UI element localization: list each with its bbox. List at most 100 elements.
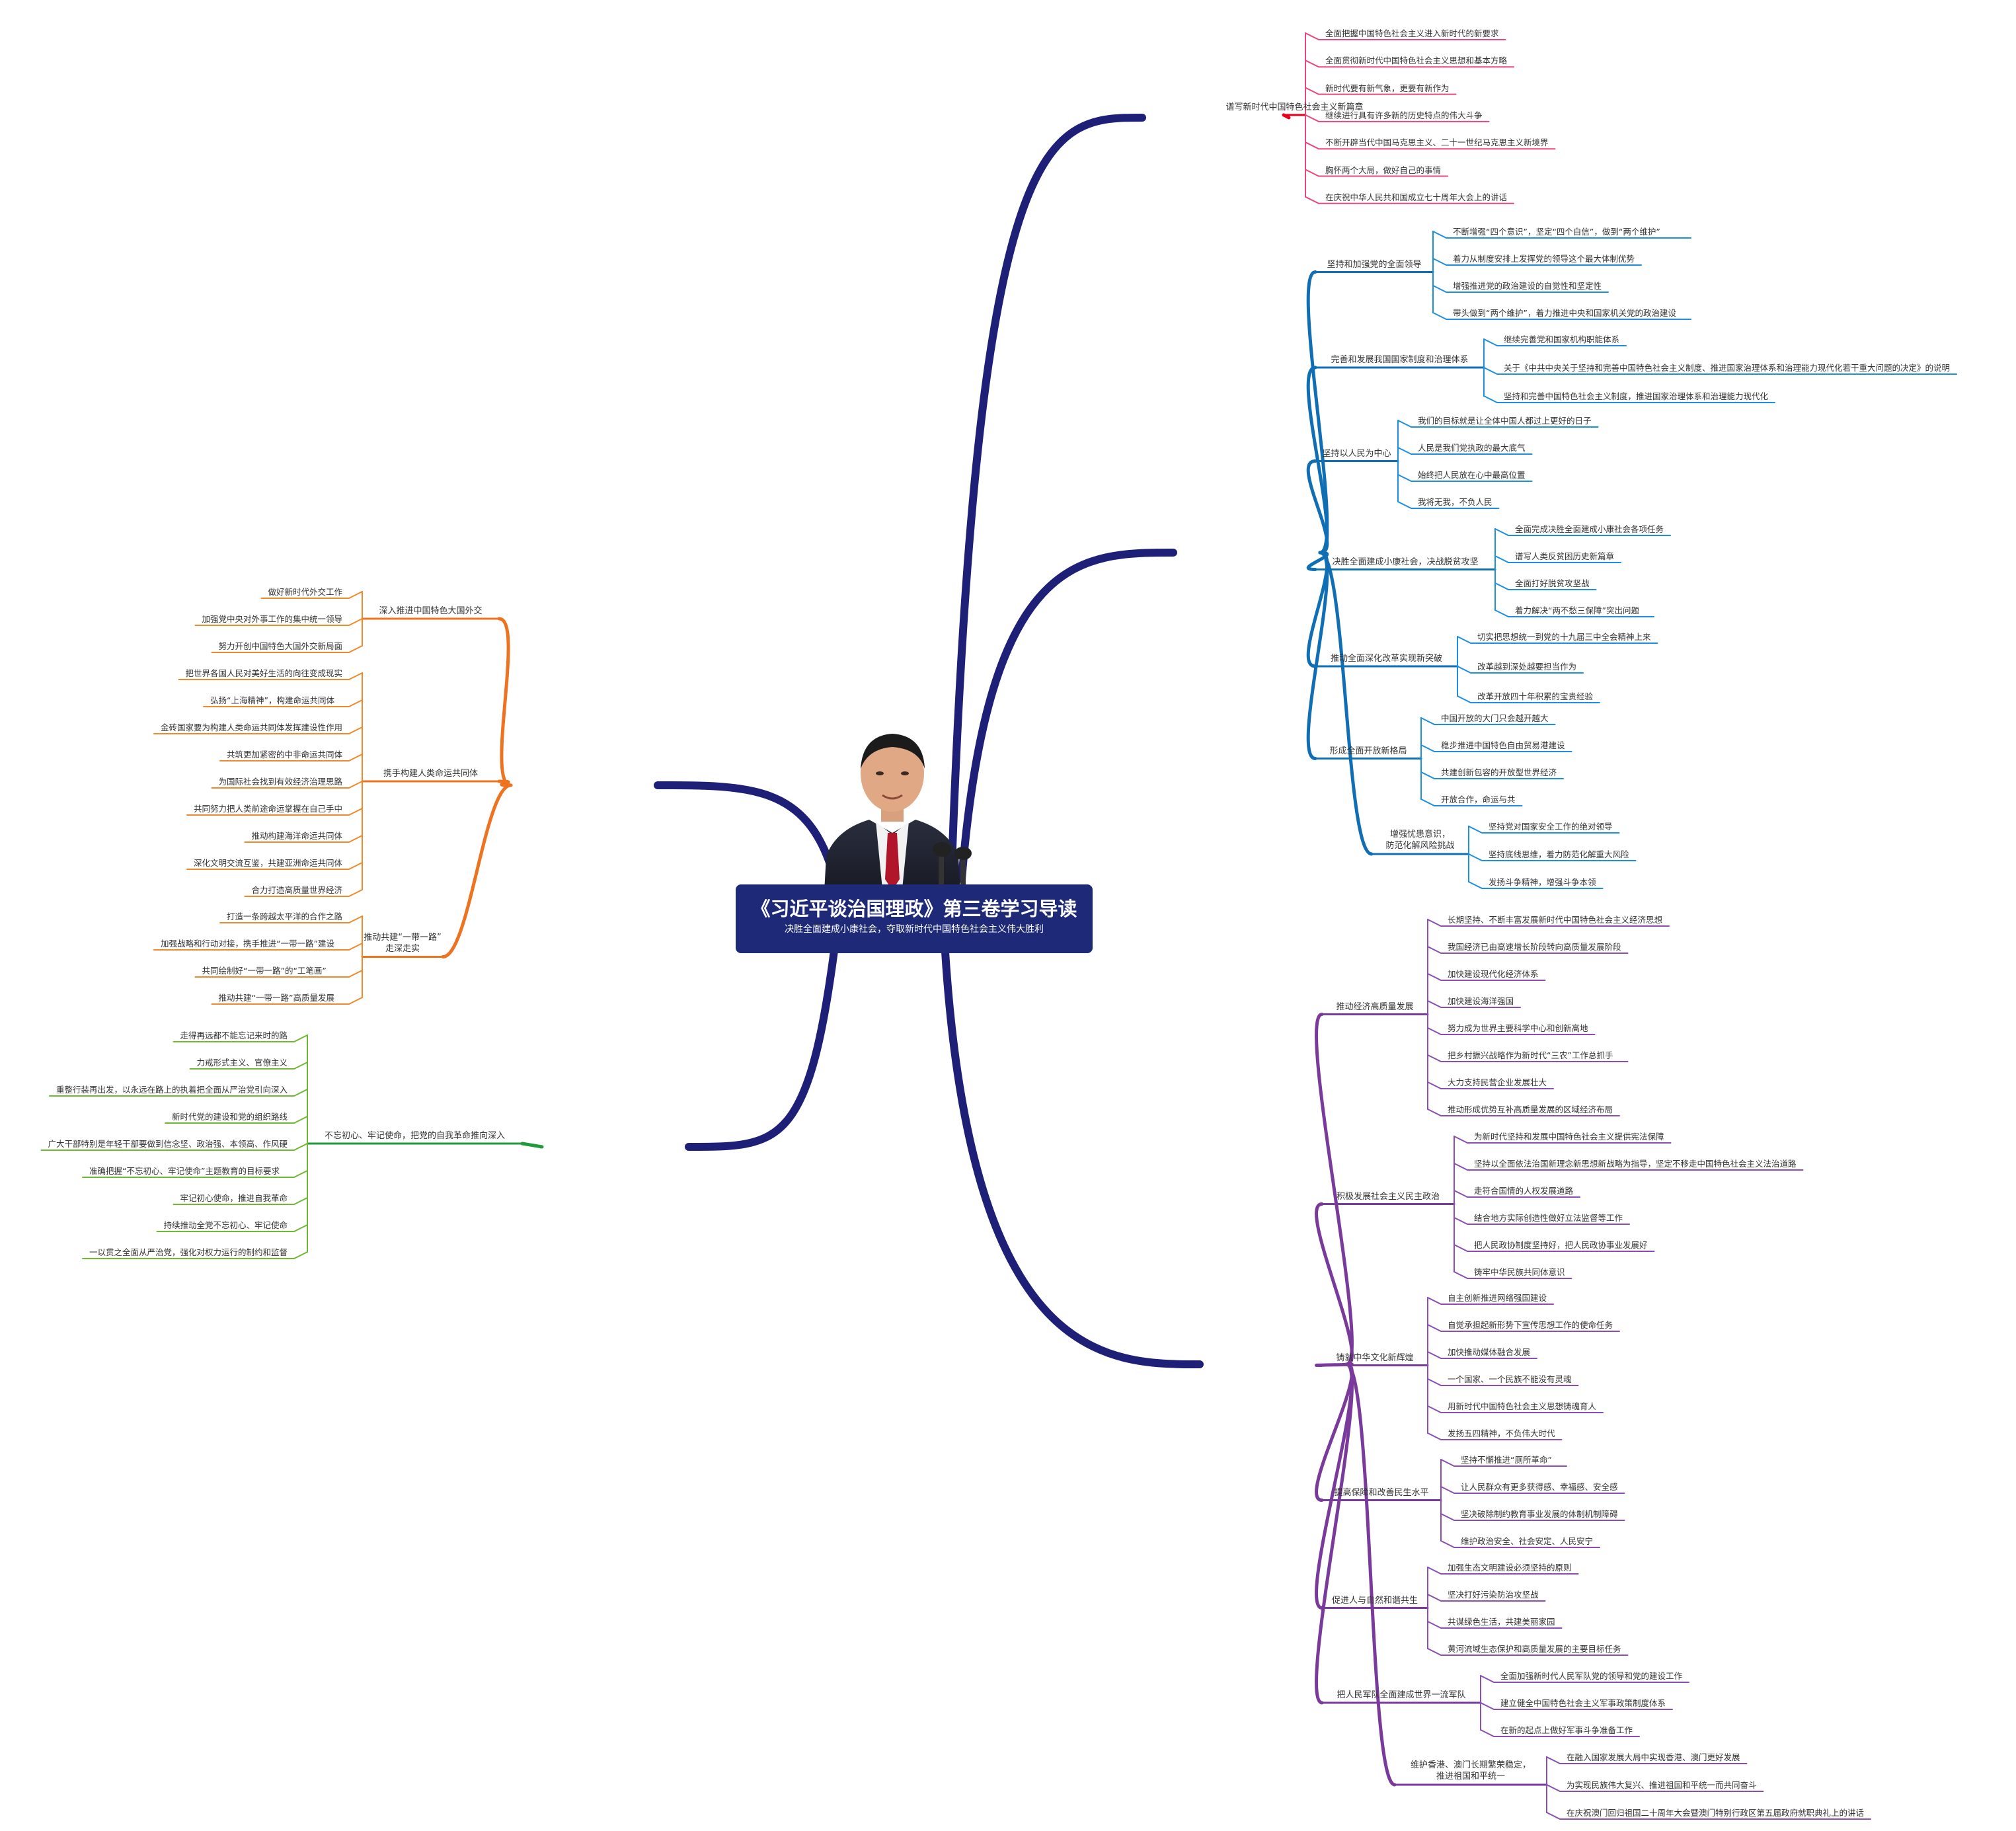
branch-2-sub-6[interactable]: 形成全面开放新格局: [1329, 746, 1407, 756]
branch-2-leaf[interactable]: 改革开放四十年积累的宝贵经验: [1477, 691, 1594, 701]
branch-2-leaf[interactable]: 继续完善党和国家机构职能体系: [1504, 334, 1620, 344]
branch-2-sub-1[interactable]: 坚持和加强党的全面领导: [1327, 259, 1422, 270]
branch-2-leaf[interactable]: 坚持底线思维，着力防范化解重大风险: [1489, 849, 1629, 859]
branch-3-leaf[interactable]: 在新的起点上做好军事斗争准备工作: [1500, 1725, 1633, 1735]
branch-1-leaf[interactable]: 在庆祝中华人民共和国成立七十周年大会上的讲话: [1325, 192, 1508, 202]
branch-3-leaf[interactable]: 在庆祝澳门回归祖国二十周年大会暨澳门特别行政区第五届政府就职典礼上的讲话: [1567, 1808, 1865, 1818]
branch-3-leaf[interactable]: 全面加强新时代人民军队党的领导和党的建设工作: [1500, 1671, 1683, 1681]
branch-1-sub-1[interactable]: 谱写新时代中国特色社会主义新篇章: [1225, 102, 1364, 112]
branch-1-leaf[interactable]: 胸怀两个大局，做好自己的事情: [1325, 165, 1442, 175]
branch-3-leaf[interactable]: 把乡村振兴战略作为新时代“三农”工作总抓手: [1448, 1050, 1613, 1060]
branch-2-leaf[interactable]: 稳步推进中国特色自由贸易港建设: [1441, 740, 1565, 750]
branch-2-leaf[interactable]: 坚持党对国家安全工作的绝对领导: [1489, 822, 1613, 832]
branch-2-leaf[interactable]: 增强推进党的政治建设的自觉性和坚定性: [1453, 281, 1602, 291]
branch-3-leaf[interactable]: 走符合国情的人权发展道路: [1474, 1186, 1574, 1196]
branch-5-leaf[interactable]: 力戒形式主义、官僚主义: [196, 1058, 288, 1068]
branch-3-leaf[interactable]: 加快建设海洋强国: [1448, 996, 1514, 1006]
branch-5-leaf[interactable]: 重整行装再出发，以永远在路上的执着把全面从严治党引向深入: [56, 1085, 288, 1095]
branch-3-leaf[interactable]: 长期坚持、不断丰富发展新时代中国特色社会主义经济思想: [1448, 915, 1663, 925]
branch-3-sub-1[interactable]: 推动经济高质量发展: [1336, 1001, 1414, 1012]
branch-3-leaf[interactable]: 维护政治安全、社会安定、人民安宁: [1461, 1536, 1594, 1546]
branch-4-leaf[interactable]: 打造一条跨越太平洋的合作之路: [227, 912, 343, 921]
branch-5-sub-1[interactable]: 不忘初心、牢记使命，把党的自我革命推向深入: [324, 1131, 506, 1141]
branch-3-leaf[interactable]: 结合地方实际创造性做好立法监督等工作: [1474, 1213, 1623, 1223]
branch-3-leaf[interactable]: 用新时代中国特色社会主义思想铸魂育人: [1448, 1401, 1597, 1411]
branch-2-leaf[interactable]: 谱写人类反贫困历史新篇章: [1515, 551, 1615, 561]
branch-3-leaf[interactable]: 黄河流域生态保护和高质量发展的主要目标任务: [1448, 1644, 1621, 1654]
branch-2-leaf[interactable]: 坚持和完善中国特色社会主义制度，推进国家治理体系和治理能力现代化: [1504, 391, 1769, 401]
branch-1-leaf[interactable]: 全面把握中国特色社会主义进入新时代的新要求: [1325, 28, 1499, 38]
branch-4-leaf[interactable]: 金砖国家要为构建人类命运共同体发挥建设性作用: [161, 722, 343, 732]
branch-3-sub-6[interactable]: 把人民军队全面建成世界一流军队: [1337, 1690, 1466, 1700]
branch-2-sub-5[interactable]: 推动全面深化改革实现新突破: [1330, 654, 1443, 664]
branch-3-sub-3[interactable]: 铸就中华文化新辉煌: [1336, 1352, 1414, 1363]
branch-3-leaf[interactable]: 为实现民族伟大复兴、推进祖国和平统一而共同奋斗: [1567, 1780, 1757, 1790]
branch-3-sub-2[interactable]: 积极发展社会主义民主政治: [1336, 1191, 1440, 1202]
branch-4-leaf[interactable]: 把世界各国人民对美好生活的向往变成现实: [185, 668, 343, 678]
branch-3-leaf[interactable]: 共谋绿色生活，共建美丽家园: [1448, 1617, 1555, 1627]
branch-4-leaf[interactable]: 推动共建“一带一路”高质量发展: [218, 993, 334, 1003]
branch-1-leaf[interactable]: 全面贯彻新时代中国特色社会主义思想和基本方略: [1325, 56, 1508, 66]
branch-2-sub-4[interactable]: 决胜全面建成小康社会，决战脱贫攻坚: [1332, 557, 1479, 567]
branch-5-leaf[interactable]: 一以贯之全面从严治党，强化对权力运行的制约和监督: [89, 1247, 288, 1257]
branch-3-leaf[interactable]: 发扬五四精神，不负伟大时代: [1448, 1428, 1555, 1438]
branch-4-leaf[interactable]: 弘扬“上海精神”，构建命运共同体: [210, 695, 334, 705]
branch-4-leaf[interactable]: 共同努力把人类前途命运掌握在自己手中: [194, 804, 343, 814]
branch-3-leaf[interactable]: 为新时代坚持和发展中国特色社会主义提供宪法保障: [1474, 1132, 1664, 1142]
branch-2-sub-3[interactable]: 坚持以人民为中心: [1322, 448, 1391, 459]
branch-5-leaf[interactable]: 走得再远都不能忘记来时的路: [180, 1031, 288, 1040]
branch-4-leaf[interactable]: 为国际社会找到有效经济治理思路: [218, 777, 343, 787]
branch-3-leaf[interactable]: 建立健全中国特色社会主义军事政策制度体系: [1500, 1698, 1666, 1708]
branch-3-leaf[interactable]: 加快推动媒体融合发展: [1448, 1347, 1531, 1357]
center-topic[interactable]: 《习近平谈治国理政》第三卷学习导读 决胜全面建成小康社会，夺取新时代中国特色社会…: [736, 884, 1093, 953]
branch-3-leaf[interactable]: 坚持以全面依法治国新理念新思想新战略为指导，坚定不移走中国特色社会主义法治道路: [1474, 1159, 1797, 1169]
branch-3-leaf[interactable]: 让人民群众有更多获得感、幸福感、安全感: [1461, 1482, 1618, 1492]
branch-2-leaf[interactable]: 我将无我，不负人民: [1418, 497, 1493, 507]
branch-4-leaf[interactable]: 加强战略和行动对接，携手推进“一带一路”建设: [161, 939, 334, 949]
branch-3-leaf[interactable]: 推动形成优势互补高质量发展的区域经济布局: [1448, 1105, 1613, 1114]
branch-3-leaf[interactable]: 在融入国家发展大局中实现香港、澳门更好发展: [1567, 1752, 1740, 1762]
branch-2-leaf[interactable]: 发扬斗争精神，增强斗争本领: [1489, 877, 1596, 887]
branch-4-leaf[interactable]: 推动构建海洋命运共同体: [251, 831, 343, 841]
branch-2-leaf[interactable]: 着力解决“两不愁三保障”突出问题: [1515, 605, 1639, 615]
branch-4-sub-1[interactable]: 深入推进中国特色大国外交: [379, 606, 483, 616]
branch-1-leaf[interactable]: 继续进行具有许多新的历史特点的伟大斗争: [1325, 110, 1483, 120]
branch-1-leaf[interactable]: 不断开辟当代中国马克思主义、二十一世纪马克思主义新境界: [1325, 137, 1549, 148]
branch-2-sub-2[interactable]: 完善和发展我国国家制度和治理体系: [1331, 355, 1469, 365]
branch-5-leaf[interactable]: 牢记初心使命，推进自我革命: [180, 1193, 288, 1203]
branch-1-leaf[interactable]: 新时代要有新气象，更要有新作为: [1325, 83, 1450, 93]
branch-2-sub-7[interactable]: 增强忧患意识，防范化解风险挑战: [1385, 830, 1455, 851]
branch-3-leaf[interactable]: 大力支持民营企业发展壮大: [1448, 1077, 1547, 1087]
branch-3-leaf[interactable]: 努力成为世界主要科学中心和创新高地: [1448, 1023, 1588, 1033]
branch-2-leaf[interactable]: 切实把思想统一到党的十九届三中全会精神上来: [1477, 632, 1651, 642]
branch-5-leaf[interactable]: 广大干部特别是年轻干部要做到信念坚、政治强、本领高、作风硬: [48, 1139, 288, 1149]
branch-2-leaf[interactable]: 关于《中共中央关于坚持和完善中国特色社会主义制度、推进国家治理体系和治理能力现代…: [1504, 363, 1951, 373]
branch-3-leaf[interactable]: 自觉承担起新形势下宣传思想工作的使命任务: [1448, 1320, 1613, 1330]
branch-2-leaf[interactable]: 中国开放的大门只会越开越大: [1441, 713, 1549, 723]
branch-2-leaf[interactable]: 人民是我们党执政的最大底气: [1418, 443, 1526, 453]
branch-3-leaf[interactable]: 自主创新推进网络强国建设: [1448, 1293, 1547, 1303]
branch-2-leaf[interactable]: 始终把人民放在心中最高位置: [1418, 470, 1526, 480]
branch-2-leaf[interactable]: 全面打好脱贫攻坚战: [1515, 578, 1590, 588]
branch-4-leaf[interactable]: 共同绘制好“一带一路”的“工笔画”: [202, 966, 327, 976]
branch-3-sub-7[interactable]: 维护香港、澳门长期繁荣稳定，推进祖国和平统一: [1410, 1760, 1531, 1781]
branch-4-sub-3[interactable]: 推动共建“一带一路”走深走实: [364, 932, 442, 954]
branch-4-leaf[interactable]: 合力打造高质量世界经济: [251, 885, 343, 895]
branch-2-leaf[interactable]: 共建创新包容的开放型世界经济: [1441, 767, 1557, 777]
branch-3-leaf[interactable]: 加强生态文明建设必须坚持的原则: [1448, 1563, 1572, 1573]
branch-3-leaf[interactable]: 一个国家、一个民族不能没有灵魂: [1448, 1374, 1572, 1384]
branch-5-leaf[interactable]: 新时代党的建设和党的组织路线: [172, 1112, 288, 1122]
branch-3-sub-4[interactable]: 提高保障和改善民生水平: [1334, 1487, 1429, 1498]
branch-4-leaf[interactable]: 深化文明交流互鉴，共建亚洲命运共同体: [194, 858, 343, 868]
branch-2-leaf[interactable]: 着力从制度安排上发挥党的领导这个最大体制优势: [1453, 254, 1635, 264]
branch-4-leaf[interactable]: 共筑更加紧密的中非命运共同体: [227, 750, 343, 760]
branch-3-leaf[interactable]: 把人民政协制度坚持好，把人民政协事业发展好: [1474, 1240, 1648, 1250]
branch-2-leaf[interactable]: 我们的目标就是让全体中国人都过上更好的日子: [1418, 416, 1592, 426]
branch-3-leaf[interactable]: 我国经济已由高速增长阶段转向高质量发展阶段: [1448, 942, 1621, 952]
branch-4-sub-2[interactable]: 携手构建人类命运共同体: [383, 769, 479, 779]
branch-3-sub-5[interactable]: 促进人与自然和谐共生: [1331, 1595, 1418, 1606]
branch-4-leaf[interactable]: 加强党中央对外事工作的集中统一领导: [202, 614, 343, 624]
branch-2-leaf[interactable]: 不断增强“四个意识”，坚定“四个自信”，做到“两个维护”: [1453, 227, 1660, 237]
branch-3-leaf[interactable]: 坚决打好污染防治攻坚战: [1448, 1590, 1539, 1600]
branch-4-leaf[interactable]: 努力开创中国特色大国外交新局面: [218, 641, 343, 651]
